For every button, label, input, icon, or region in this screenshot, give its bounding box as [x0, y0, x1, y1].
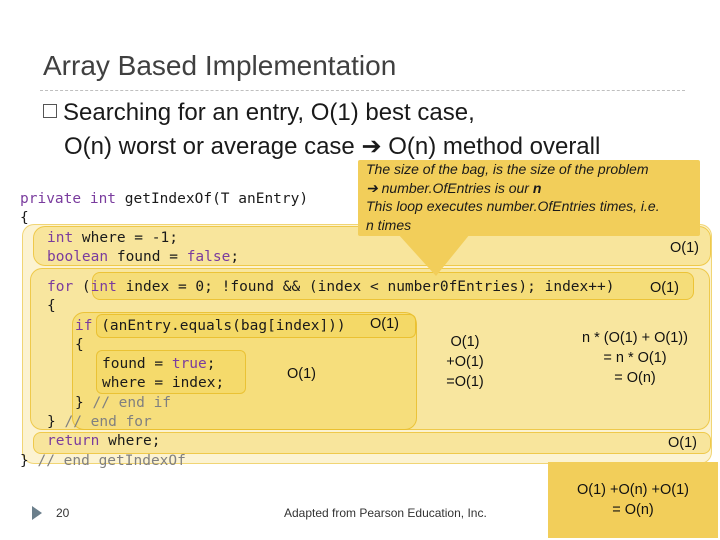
if-test-highlight: [96, 314, 416, 338]
bullet-text-2b: O(n) method overall: [381, 133, 601, 160]
code-line-if: if (anEntry.equals(bag[index])): [75, 318, 346, 334]
bullet-square-icon: [43, 104, 57, 118]
title-divider: [40, 90, 685, 91]
total-complexity-box: [548, 462, 718, 538]
slide-number: 20: [56, 506, 70, 520]
callout-text: The size of the bag, is the size of the …: [366, 160, 700, 234]
code-line-open-brace: {: [20, 210, 29, 226]
code-line-found-true: found = true;: [102, 356, 216, 372]
code-line-end-method: } // end getIndexOf: [20, 453, 186, 469]
complexity-init: O(1): [670, 240, 699, 256]
code-line-end-for: } // end for: [47, 414, 152, 430]
arrow-right-icon: ➔: [361, 133, 382, 160]
complexity-if-total: O(1) +O(1) =O(1): [446, 334, 484, 390]
callout-line-1: The size of the bag, is the size of the …: [366, 161, 649, 177]
slide-title: Array Based Implementation: [43, 50, 397, 81]
callout-line-2: ➔ number.OfEntries is our n: [366, 179, 542, 196]
for-header-highlight: [92, 272, 694, 300]
code-line-where-index: where = index;: [102, 375, 225, 391]
code-line-end-if: } // end if: [75, 395, 172, 411]
code-line-return: return where;: [47, 433, 161, 449]
code-line-signature: private int getIndexOf(T anEntry): [20, 191, 309, 207]
bullet-line-1: Searching for an entry, O(1) best case,: [43, 99, 475, 127]
slide-number-marker-icon: [32, 506, 42, 520]
footer-credit: Adapted from Pearson Education, Inc.: [284, 506, 487, 520]
code-line-for: for (int index = 0; !found && (index < n…: [47, 279, 615, 295]
code-line-if-brace: {: [75, 337, 84, 353]
total-complexity-text: O(1) +O(n) +O(1) = O(n): [577, 482, 689, 518]
code-line-where-init: int where = -1;: [47, 230, 178, 246]
callout-line-4: n times: [366, 216, 412, 233]
bullet-text-2a: O(n) worst or average case: [64, 133, 362, 160]
complexity-if-test: O(1): [370, 316, 399, 332]
if-body-highlight: [96, 350, 246, 394]
bullet-line-2: O(n) worst or average case ➔ O(n) method…: [64, 132, 600, 161]
complexity-if-body: O(1): [287, 366, 316, 382]
arrow-right-icon: ➔: [366, 179, 378, 196]
code-line-for-brace: {: [47, 298, 56, 314]
return-highlight: [33, 432, 711, 454]
callout-line-3: This loop executes number.OfEntries time…: [366, 198, 660, 214]
complexity-for-header: O(1): [650, 280, 679, 296]
code-line-found-init: boolean found = false;: [47, 249, 240, 265]
callout-box: [358, 160, 700, 236]
complexity-return: O(1): [668, 435, 697, 451]
bullet-text-1: Searching for an entry, O(1) best case,: [63, 99, 475, 126]
complexity-loop-total: n * (O(1) + O(1)) = n * O(1) = O(n): [582, 330, 688, 386]
